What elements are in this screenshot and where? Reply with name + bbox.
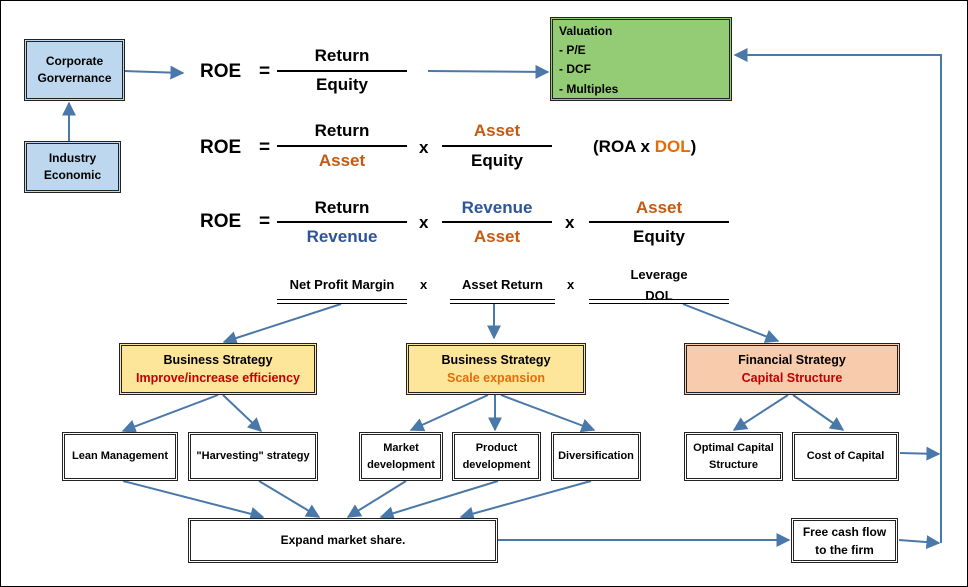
lean-management-box: Lean Management	[62, 432, 178, 481]
arrow-bs1-to-harvesting	[222, 394, 263, 432]
corporate-governance-label: Corporate Gorvernance	[37, 53, 112, 85]
business-strategy-efficiency-subtitle: Improve/increase efficiency	[136, 371, 300, 385]
industry-economic-box: Industry Economic	[24, 141, 121, 193]
row1-fraction-bar	[277, 70, 407, 72]
dol-term: DOL	[654, 137, 691, 156]
valuation-title: Valuation	[559, 24, 613, 38]
leverage-label: Leverage	[630, 267, 688, 282]
market-development-box: Market development	[359, 432, 443, 481]
times-sign-3b: x	[565, 213, 575, 232]
row1-denominator: Equity	[316, 75, 368, 94]
harvesting-strategy-label: "Harvesting" strategy	[196, 449, 310, 462]
business-strategy-scale-subtitle: Scale expansion	[447, 371, 545, 385]
roa-close: )	[690, 137, 697, 156]
business-strategy-efficiency-box: Business Strategy Improve/increase effic…	[119, 343, 317, 395]
row3-f1-numerator: Return	[314, 198, 370, 217]
optimal-capital-structure-box: Optimal Capital Structure	[684, 432, 783, 481]
free-cash-flow-label: Free cash flow to the firm	[802, 524, 887, 557]
equals-sign-2: =	[259, 137, 271, 158]
arrow-bs1-to-lean	[121, 394, 219, 434]
roe-label-3: ROE	[200, 211, 242, 232]
business-strategy-scale-box: Business Strategy Scale expansion	[406, 343, 586, 395]
row3-f2-fraction-bar	[442, 221, 552, 223]
arrow-leverage-to-financial-strategy	[682, 303, 780, 343]
row3-f3-denominator: Equity	[633, 227, 685, 246]
roe-label-1: ROE	[200, 61, 242, 82]
row3-f2-numerator: Revenue	[461, 198, 533, 217]
market-development-label: Market development	[367, 442, 435, 471]
times-sign-2a: x	[419, 138, 429, 157]
arrow-roe-to-valuation	[427, 64, 550, 79]
valuation-item-multiples: - Multiples	[559, 81, 619, 96]
business-strategy-scale-title: Business Strategy	[441, 352, 551, 367]
product-development-label: Product development	[462, 442, 531, 471]
valuation-item-dcf: - DCF	[559, 62, 591, 77]
valuation-box: Valuation - P/E - DCF - Multiples	[550, 17, 732, 101]
row2-f2-denominator: Equity	[471, 151, 523, 170]
arrow-npm-to-business-strategy-1	[222, 303, 342, 345]
corporate-governance-box: Corporate Gorvernance	[24, 39, 125, 101]
arrow-product-dev-to-expand	[379, 480, 499, 520]
row2-f1-fraction-bar	[277, 145, 407, 147]
equals-sign-3: =	[259, 211, 271, 232]
net-profit-margin-underline	[277, 299, 407, 304]
valuation-item-pe: - P/E	[559, 43, 586, 58]
arrow-cost-of-capital-to-right	[899, 446, 941, 461]
times-sign-3a: x	[419, 213, 429, 232]
financial-strategy-title: Financial Strategy	[738, 352, 846, 367]
times-sign-4a: x	[420, 277, 428, 292]
arrow-harvesting-to-expand	[258, 480, 321, 518]
equals-sign-1: =	[259, 61, 271, 82]
financial-strategy-box: Financial Strategy Capital Structure	[684, 343, 900, 395]
row2-f2-fraction-bar	[442, 145, 552, 147]
financial-strategy-subtitle: Capital Structure	[741, 371, 843, 385]
arrow-market-dev-to-expand	[346, 480, 407, 518]
arrow-bs2-to-diversification	[500, 394, 596, 433]
row2-f1-numerator: Return	[314, 121, 370, 140]
roe-label-2: ROE	[200, 137, 242, 158]
arrow-diversification-to-expand	[459, 480, 592, 521]
row3-f3-numerator: Asset	[635, 198, 683, 217]
arrow-governance-to-roe	[124, 65, 185, 80]
row3-f2-denominator: Asset	[473, 227, 521, 246]
row3-f1-fraction-bar	[277, 221, 407, 223]
harvesting-strategy-box: "Harvesting" strategy	[188, 432, 318, 481]
arrow-fs-to-cost-of-capital	[792, 394, 845, 431]
cost-of-capital-label: Cost of Capital	[806, 449, 885, 462]
roa-dol-expression: (ROA x DOL)	[593, 137, 696, 157]
expand-market-share-box: Expand market share.	[188, 518, 498, 563]
asset-return-label: Asset Return	[462, 277, 543, 292]
leverage-underline	[589, 299, 729, 304]
row2-f2-numerator: Asset	[473, 121, 521, 140]
row1-numerator: Return	[314, 46, 370, 65]
cost-of-capital-box: Cost of Capital	[792, 432, 899, 481]
product-development-box: Product development	[452, 432, 541, 481]
industry-economic-label: Industry Economic	[43, 150, 102, 182]
business-strategy-efficiency-title: Business Strategy	[163, 352, 273, 367]
arrow-fcf-to-right	[898, 535, 941, 550]
net-profit-margin-label: Net Profit Margin	[289, 277, 395, 292]
asset-return-underline	[450, 299, 555, 304]
arrow-fs-to-optimal-capital	[732, 394, 789, 431]
row3-f1-denominator: Revenue	[306, 227, 378, 246]
optimal-capital-structure-label: Optimal Capital Structure	[693, 442, 774, 471]
row2-f1-denominator: Asset	[318, 151, 366, 170]
lean-management-label: Lean Management	[72, 449, 168, 462]
arrow-lean-to-expand	[122, 480, 265, 521]
diversification-label: Diversification	[558, 449, 634, 462]
expand-market-share-label: Expand market share.	[280, 532, 406, 547]
roa-open: (ROA x	[593, 137, 655, 156]
free-cash-flow-box: Free cash flow to the firm	[791, 518, 898, 563]
row3-f3-fraction-bar	[589, 221, 729, 223]
times-sign-4b: x	[567, 277, 575, 292]
arrow-bs2-to-market-dev	[409, 394, 489, 432]
diversification-box: Diversification	[551, 432, 641, 481]
